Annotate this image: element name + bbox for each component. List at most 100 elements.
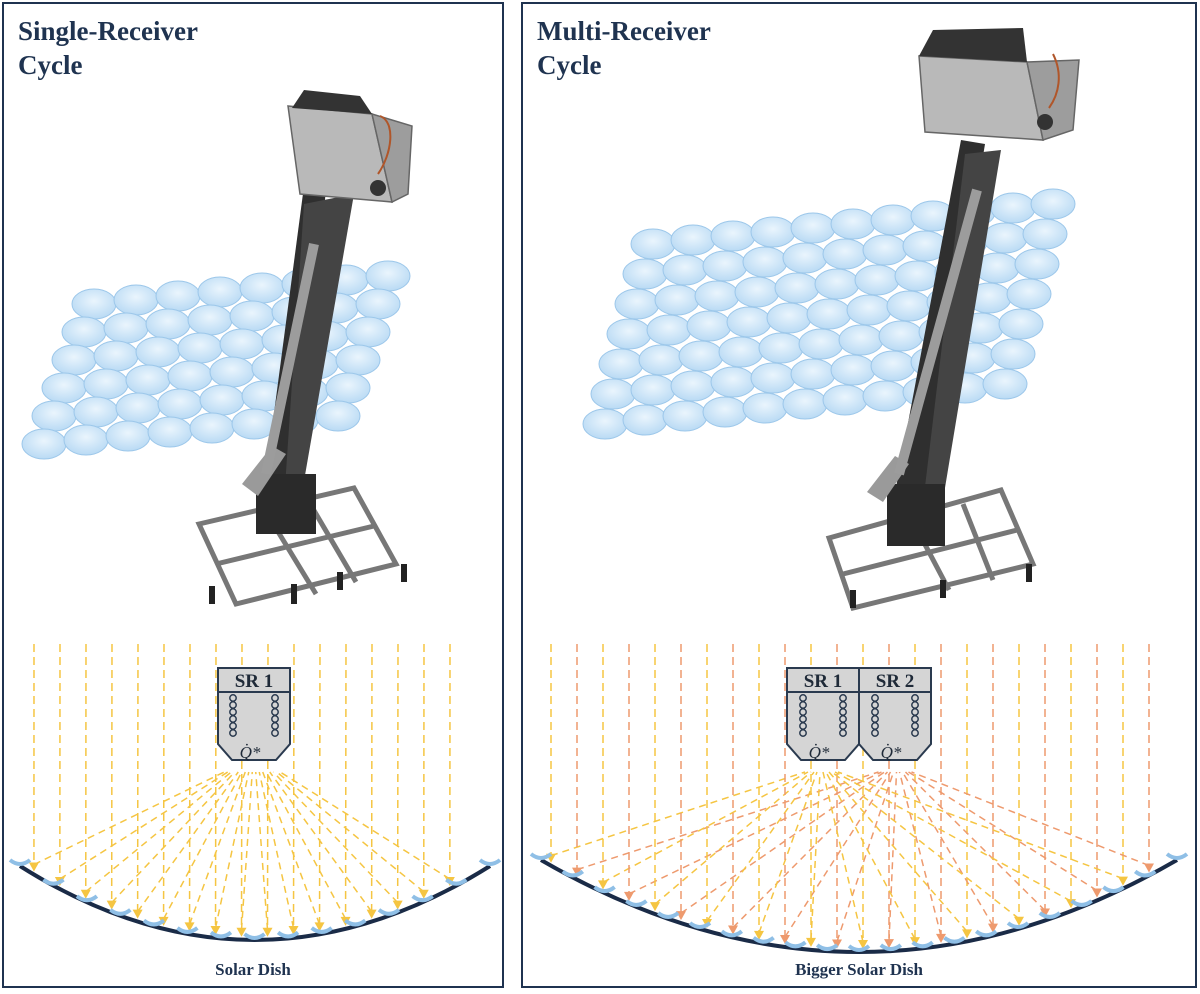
mirror-facet	[894, 260, 940, 292]
mirror-facet	[93, 340, 139, 372]
mirror-facet	[155, 280, 201, 312]
mirror-facet	[73, 396, 119, 428]
mirror-facet	[734, 276, 780, 308]
mirror-facet	[614, 288, 660, 320]
dish-caption: Bigger Solar Dish	[795, 960, 923, 979]
mirror-facet	[209, 356, 255, 388]
mirror-facet	[646, 314, 692, 346]
mirror-facet	[886, 290, 932, 322]
mirror-facet	[315, 400, 361, 432]
mirror-facet	[1022, 218, 1068, 250]
mirror-facet	[782, 242, 828, 274]
mirror-facet	[115, 392, 161, 424]
mirror-facet	[814, 268, 860, 300]
mirror-facet	[103, 312, 149, 344]
mirror-facet	[662, 254, 708, 286]
mirror-facet	[990, 338, 1036, 370]
mirror-facet	[718, 336, 764, 368]
solar-dish	[18, 864, 492, 942]
mirror-facet	[662, 400, 708, 432]
mirror-facet	[197, 276, 243, 308]
mirror-facet	[598, 348, 644, 380]
mirror-facet	[822, 238, 868, 270]
concentrator-structure	[195, 90, 413, 607]
mirror-facet	[135, 336, 181, 368]
mirror-facet	[31, 400, 77, 432]
mirror-facet	[998, 308, 1044, 340]
mirror-facet	[325, 372, 371, 404]
mirror-facet	[750, 362, 796, 394]
mirror-facet	[846, 294, 892, 326]
mirror-facet	[187, 304, 233, 336]
mirror-facet	[670, 370, 716, 402]
dish-mirror-segments	[529, 852, 1189, 952]
concentrator-structure	[825, 28, 1080, 611]
mirror-facet	[1006, 278, 1052, 310]
mirror-facet	[199, 384, 245, 416]
dish-caption: Solar Dish	[215, 960, 291, 979]
single-receiver-panel: Single-Receiver Cycle	[2, 2, 504, 988]
mirror-facet	[1030, 188, 1076, 220]
mirror-facet	[726, 306, 772, 338]
mirror-facet	[702, 250, 748, 282]
panel-title: Multi-Receiver Cycle	[537, 16, 711, 80]
mirror-facet	[830, 208, 876, 240]
sunlight-rays	[546, 644, 1154, 949]
mirror-facet	[790, 358, 836, 390]
mirror-facet	[590, 378, 636, 410]
heat-flux-label: Q̇*	[881, 743, 902, 762]
mirror-facet	[105, 420, 151, 452]
receiver-label: SR 2	[876, 671, 915, 692]
mirror-facet	[878, 320, 924, 352]
mirror-facet	[982, 368, 1028, 400]
single-receiver-illustration: SR 1 Q̇*	[8, 90, 502, 942]
mirror-facet	[630, 374, 676, 406]
multi-receiver-illustration: SR 1 Q̇* SR 2 Q̇*	[529, 28, 1189, 954]
mirror-facet	[678, 340, 724, 372]
mirror-facet	[51, 344, 97, 376]
mirror-facet	[71, 288, 117, 320]
mirror-facet	[750, 216, 796, 248]
mirror-facet	[838, 324, 884, 356]
mirror-facet	[686, 310, 732, 342]
mirror-facet	[83, 368, 129, 400]
heat-flux-label: Q̇*	[240, 743, 261, 762]
mirror-facet	[189, 412, 235, 444]
mirror-facet	[219, 328, 265, 360]
mirror-facet	[782, 388, 828, 420]
multi-receiver-panel: Multi-Receiver Cycle	[521, 2, 1197, 988]
mirror-field	[582, 188, 1076, 440]
receiver-label: SR 1	[804, 671, 843, 692]
mirror-facet	[239, 272, 285, 304]
mirror-facet	[766, 302, 812, 334]
mirror-facet	[654, 284, 700, 316]
mirror-facet	[113, 284, 159, 316]
mirror-facet	[870, 204, 916, 236]
mirror-facet	[606, 318, 652, 350]
dish-mirror-segments	[8, 858, 502, 940]
mirror-facet	[710, 366, 756, 398]
mirror-facet	[345, 316, 391, 348]
mirror-facet	[157, 388, 203, 420]
mirror-facet	[670, 224, 716, 256]
panel-title: Single-Receiver Cycle	[18, 16, 198, 80]
mirror-facet	[742, 392, 788, 424]
mirror-facet	[365, 260, 411, 292]
mirror-facet	[982, 222, 1028, 254]
mirror-facet	[355, 288, 401, 320]
mirror-facet	[790, 212, 836, 244]
mirror-facet	[638, 344, 684, 376]
mirror-facet	[1014, 248, 1060, 280]
mirror-facet	[61, 316, 107, 348]
mirror-facet	[147, 416, 193, 448]
solar-receiver: SR 1 Q̇*	[786, 667, 860, 762]
mirror-facet	[758, 332, 804, 364]
mirror-facet	[177, 332, 223, 364]
mirror-facet	[862, 234, 908, 266]
mirror-facet	[145, 308, 191, 340]
mirror-facet	[806, 298, 852, 330]
mirror-facet	[694, 280, 740, 312]
solar-receiver: SR 2 Q̇*	[858, 667, 932, 762]
mirror-facet	[63, 424, 109, 456]
mirror-facet	[41, 372, 87, 404]
